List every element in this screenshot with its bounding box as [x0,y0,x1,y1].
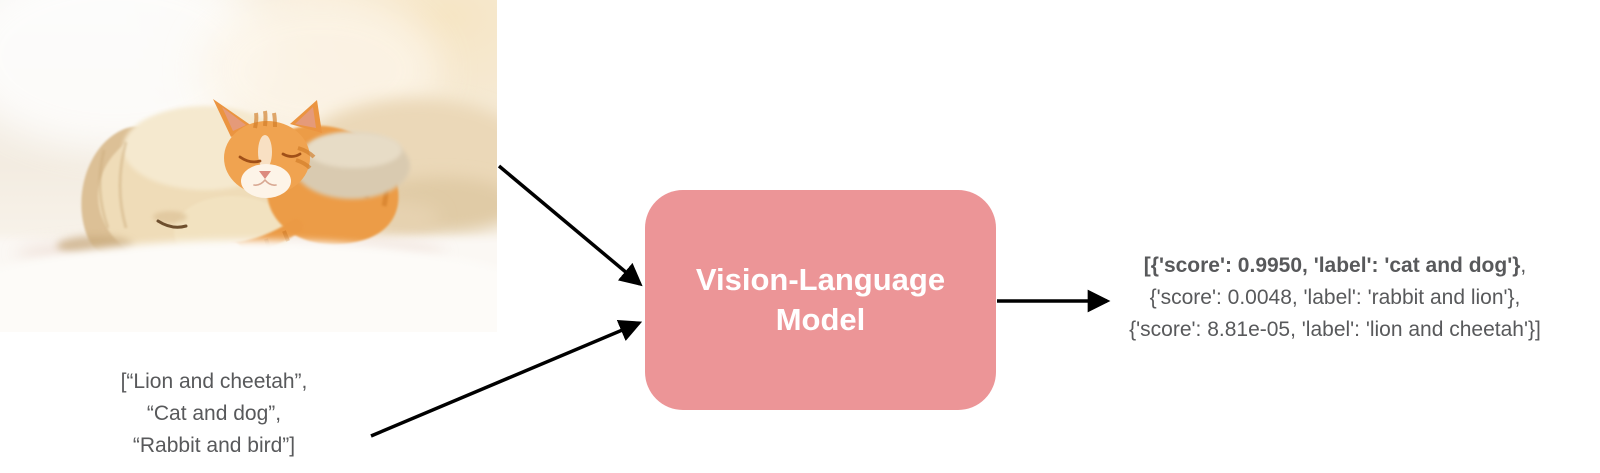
model-label-line2: Model [775,302,866,337]
output-line-3: {'score': 8.81e-05, 'label': 'lion and c… [1129,318,1541,341]
arrow-labels-to-model [370,320,643,438]
model-label-line1: Vision-Language [695,262,946,297]
candidate-label-line-2: “Cat and dog”, [146,402,282,425]
input-pet-photo [0,0,497,332]
output-top-score: [{'score': 0.9950, 'label': 'cat and dog… [1143,254,1521,277]
output-line-2: {'score': 0.0048, 'label': 'rabbit and l… [1149,286,1521,309]
candidate-label-line-1: [“Lion and cheetah”, [120,370,308,393]
candidate-label-line-3: “Rabbit and bird”] [132,434,296,457]
pet-photo-illustration [0,0,497,332]
output-line-1: [{'score': 0.9950, 'label': 'cat and dog… [1075,250,1595,282]
vision-language-model-node: Vision-Language Model [645,190,996,410]
model-output-scores: [{'score': 0.9950, 'label': 'cat and dog… [1075,250,1595,346]
candidate-labels-list: [“Lion and cheetah”, “Cat and dog”, “Rab… [40,366,388,462]
arrow-image-to-model [497,164,643,287]
output-line-1-tail: , [1520,254,1527,277]
